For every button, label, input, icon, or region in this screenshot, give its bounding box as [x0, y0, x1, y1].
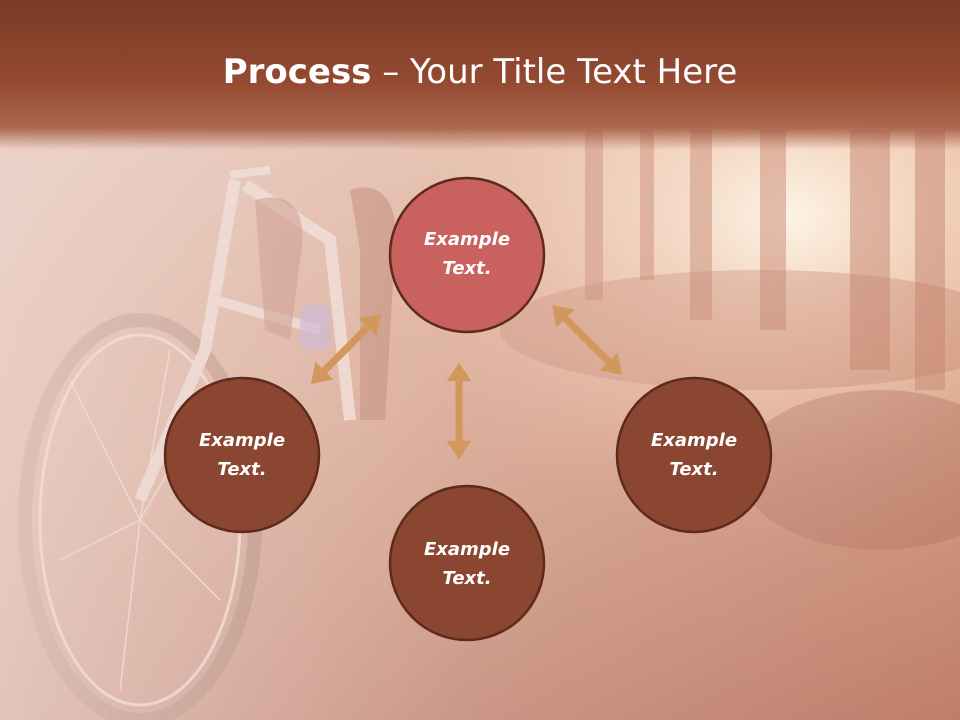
node-bottom-line1: Example — [423, 539, 511, 560]
title-rest: – Your Title Text Here — [371, 52, 738, 92]
node-left-text: Example Text. — [167, 426, 317, 484]
arrow-center-vertical-double-arrow-icon — [446, 362, 472, 460]
node-right-text: Example Text. — [619, 426, 769, 484]
node-top-line1: Example — [423, 229, 511, 250]
node-left-circle — [163, 376, 321, 534]
node-left-line2: Text. — [217, 459, 267, 480]
node-top-text: Example Text. — [392, 225, 542, 283]
node-bottom-text: Example Text. — [392, 535, 542, 593]
node-right-circle — [615, 376, 773, 534]
node-bottom-line2: Text. — [442, 568, 492, 589]
arrow-top-left-double-arrow-icon — [302, 305, 390, 393]
node-right-line2: Text. — [669, 459, 719, 480]
node-right-line1: Example — [650, 430, 738, 451]
node-bottom-circle — [388, 484, 546, 642]
nodes-group — [163, 176, 773, 642]
node-top-circle — [388, 176, 546, 334]
node-left-line1: Example — [198, 430, 286, 451]
node-top-line2: Text. — [442, 258, 492, 279]
title-bold: Process — [222, 52, 372, 92]
page-title: Process – Your Title Text Here — [0, 52, 960, 92]
title-band — [0, 0, 960, 150]
arrow-top-right-double-arrow-icon — [543, 296, 631, 384]
